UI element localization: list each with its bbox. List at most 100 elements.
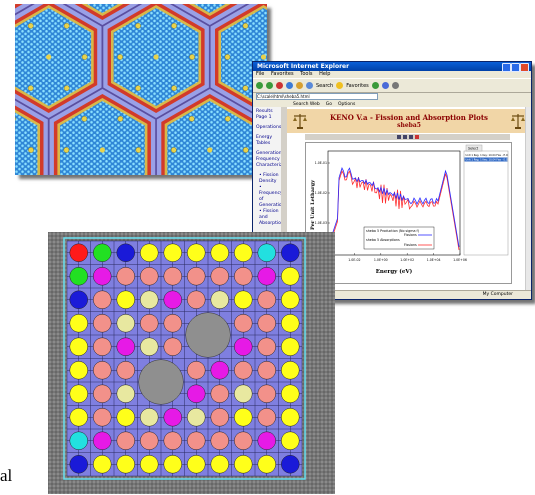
- fuel-rod: [210, 431, 229, 450]
- nav-item[interactable]: Energy: [256, 135, 273, 140]
- print-icon[interactable]: [391, 82, 399, 89]
- page-banner: KENO V.a - Fission and Absorption Plots …: [287, 109, 531, 133]
- fuel-rod: [93, 243, 112, 262]
- nav-item[interactable]: Tables: [256, 141, 271, 146]
- fuel-rod: [69, 431, 88, 450]
- menu-favorites[interactable]: Favorites: [270, 71, 294, 77]
- selector-item[interactable]: Unit 1 Reg. 1 Key: 10.04 Fiss - E.O: [466, 153, 508, 157]
- fuel-rod: [187, 431, 206, 450]
- fuel-rod: [187, 267, 206, 286]
- plot-applet: 1.0E-041.0E-021.0E+001.0E+021.0E+041.0E+…: [305, 142, 512, 284]
- nav-item[interactable]: Results: [256, 109, 273, 114]
- scales-icon: [511, 114, 525, 129]
- fuel-rod: [281, 314, 300, 333]
- x-tick-label: 1.0E+06: [453, 258, 467, 262]
- fuel-rod: [257, 337, 276, 356]
- close-icon[interactable]: [520, 63, 529, 72]
- page-scrollbar[interactable]: [525, 107, 531, 290]
- lethargy-plot: 1.0E-041.0E-021.0E+001.0E+021.0E+041.0E+…: [310, 144, 509, 275]
- fuel-rod: [116, 290, 135, 309]
- fuel-rod: [234, 337, 253, 356]
- fuel-rod: [210, 267, 229, 286]
- forward-icon[interactable]: [266, 82, 273, 89]
- print-icon[interactable]: [408, 135, 413, 139]
- fuel-rod: [281, 243, 300, 262]
- fuel-rod: [140, 314, 159, 333]
- window-titlebar[interactable]: Microsoft Internet Explorer: [253, 62, 531, 72]
- fuel-rod: [234, 361, 253, 380]
- search-icon[interactable]: [306, 82, 313, 89]
- refresh-icon[interactable]: [286, 82, 293, 89]
- nav-scrollbar[interactable]: [281, 107, 287, 290]
- fuel-rod: [69, 408, 88, 427]
- fuel-rod: [257, 267, 276, 286]
- nav-bullet[interactable]: • Frequency of Generations: [259, 185, 288, 208]
- fuel-rod: [234, 408, 253, 427]
- fuel-rod: [69, 290, 88, 309]
- fuel-rod: [69, 361, 88, 380]
- y-tick-label: 1.0E-01: [315, 161, 327, 165]
- x-tick-label: 1.0E-02: [348, 258, 360, 262]
- fuel-rod: [210, 455, 229, 474]
- fuel-rod: [69, 243, 88, 262]
- stop-icon[interactable]: [276, 82, 283, 89]
- fuel-rod: [140, 267, 159, 286]
- favorites-icon[interactable]: [336, 82, 344, 89]
- menu-file[interactable]: File: [256, 71, 265, 77]
- fuel-rod: [69, 267, 88, 286]
- fuel-rod: [210, 361, 229, 380]
- grid-hole: [185, 312, 231, 358]
- maximize-icon[interactable]: [511, 63, 520, 72]
- search-button[interactable]: Search: [316, 82, 334, 89]
- fuel-rod: [140, 455, 159, 474]
- fuel-rod: [281, 290, 300, 309]
- fuel-rod: [116, 408, 135, 427]
- fuel-rod: [257, 455, 276, 474]
- minimize-icon[interactable]: [502, 63, 511, 72]
- save-icon[interactable]: [396, 135, 401, 139]
- fuel-rod: [163, 290, 182, 309]
- fuel-rod: [93, 361, 112, 380]
- nav-item[interactable]: Generations: [256, 151, 285, 156]
- fuel-rod: [234, 267, 253, 286]
- x-tick-label: 1.0E+04: [427, 258, 441, 262]
- hex-lattice-image: [15, 4, 267, 175]
- link-go[interactable]: Go: [325, 101, 332, 107]
- nav-item[interactable]: Page 1: [256, 115, 272, 120]
- series-selector[interactable]: Select Unit 1 Reg. 1 Key: 10.04 Fiss - E…: [463, 144, 509, 256]
- fuel-rod: [93, 455, 112, 474]
- nav-bullet[interactable]: • Fission Density: [259, 173, 279, 184]
- favorites-button[interactable]: Favorites: [346, 82, 369, 89]
- history-icon[interactable]: [371, 82, 379, 89]
- back-icon[interactable]: [256, 82, 263, 89]
- fuel-rod: [281, 431, 300, 450]
- fuel-rod: [93, 384, 112, 403]
- fuel-rod: [187, 290, 206, 309]
- nav-item[interactable]: Frequency: [256, 157, 280, 162]
- scales-icon: [293, 114, 307, 129]
- link-options[interactable]: Options: [337, 101, 356, 107]
- fuel-rod: [140, 290, 159, 309]
- y-tick-label: 1.0E-03: [315, 221, 327, 225]
- fuel-rod: [187, 243, 206, 262]
- fuel-rod: [210, 243, 229, 262]
- mail-icon[interactable]: [381, 82, 389, 89]
- fuel-rod: [257, 408, 276, 427]
- selector-item[interactable]: Unit 1 Reg. 1 Key: 10.04 Fiss - E.O: [466, 158, 508, 162]
- menu-help[interactable]: Help: [319, 71, 331, 77]
- copy-icon[interactable]: [402, 135, 407, 139]
- x-axis-label: Energy (eV): [376, 268, 413, 275]
- address-input[interactable]: C:\scale\html\sheba5.html: [256, 93, 378, 100]
- fuel-rod: [234, 314, 253, 333]
- home-icon[interactable]: [296, 82, 303, 89]
- close-plot-icon[interactable]: [414, 135, 419, 139]
- fuel-rod: [163, 337, 182, 356]
- nav-bullet[interactable]: • Fission and Absorptions: [259, 209, 287, 226]
- nav-item[interactable]: Characterization: [256, 163, 294, 168]
- legend-entry: Fissions: [404, 243, 417, 247]
- nav-item[interactable]: Operations: [256, 125, 282, 130]
- y-axis-label: Per Unit Lethargy: [310, 179, 316, 230]
- menu-tools[interactable]: Tools: [300, 71, 313, 77]
- fuel-rod: [281, 408, 300, 427]
- link-search-web[interactable]: Search Web: [293, 101, 320, 107]
